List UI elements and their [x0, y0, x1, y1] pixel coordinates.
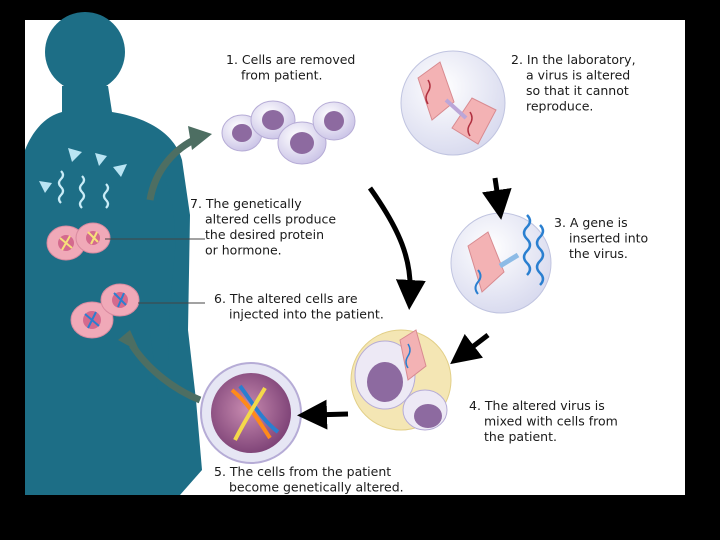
step-2-line-2: a virus is altered: [526, 68, 630, 83]
virus-altered-bubble: [400, 50, 506, 156]
body-cells-producing-protein: [46, 222, 111, 261]
step-2-line-4: reproduce.: [526, 99, 593, 114]
removed-cells: [221, 100, 356, 165]
step-1-line-1: 1. Cells are removed: [226, 52, 355, 67]
body-injected-cells: [70, 283, 140, 339]
step-7-line-3: the desired protein: [205, 227, 324, 242]
arrow-step-1-to-5: [367, 186, 426, 310]
genetically-altered-cell: [200, 362, 302, 464]
step-7-line-1: 7. The genetically: [190, 196, 302, 211]
arrow-cells-into-body: [129, 343, 202, 404]
arrow-step-4-to-5: [297, 399, 349, 430]
step-5-line-1: 5. The cells from the patient: [214, 464, 391, 479]
arrow-step-2-to-3: [481, 177, 512, 220]
step-3-line-2: inserted into: [569, 231, 648, 246]
step-2-line-1: 2. In the laboratory,: [511, 52, 636, 67]
step-7-line-4: or hormone.: [205, 243, 282, 258]
step-3-line-1: 3. A gene is: [554, 215, 628, 230]
step-7-line-2: altered cells produce: [205, 212, 336, 227]
step-6-line-1: 6. The altered cells are: [214, 291, 358, 306]
arrow-step-3-to-4: [450, 333, 490, 365]
step-2-line-3: so that it cannot: [526, 83, 629, 98]
step-4-line-1: 4. The altered virus is: [469, 398, 605, 413]
hormone-icon: [39, 148, 127, 193]
gene-insertion-bubble: [450, 212, 552, 314]
step-3-line-3: the virus.: [569, 246, 628, 261]
gene-dna-icon: [522, 214, 545, 286]
step-6-line-2: injected into the patient.: [229, 307, 384, 322]
step-4-line-3: the patient.: [484, 429, 557, 444]
step-4-line-2: mixed with cells from: [484, 414, 618, 429]
flow-arrows: [297, 177, 512, 430]
step-5-line-2: become genetically altered.: [229, 480, 404, 495]
virus-mixed-with-cells: [350, 329, 452, 431]
protein-squiggle-icon: [57, 170, 110, 209]
step-1-line-2: from patient.: [241, 68, 323, 83]
